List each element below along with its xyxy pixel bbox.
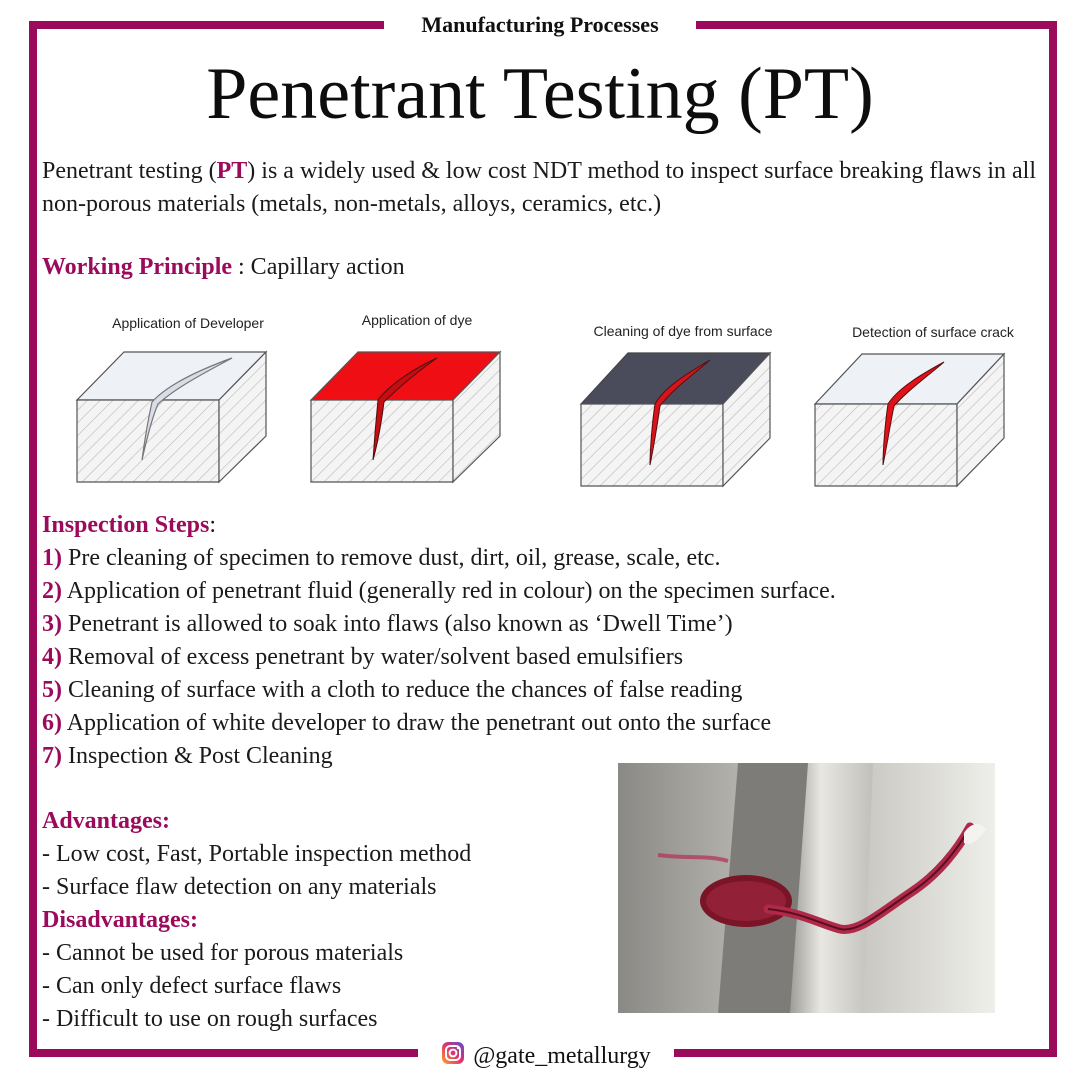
step-number: 6) bbox=[42, 710, 62, 736]
crack-detection bbox=[882, 361, 945, 466]
step-text: Application of white developer to draw t… bbox=[66, 710, 772, 736]
intro-text-end: ) is a widely used & low cost NDT method… bbox=[42, 158, 1037, 217]
step-text: Penetrant is allowed to soak into flaws … bbox=[68, 611, 733, 637]
advantage-item: - Low cost, Fast, Portable inspection me… bbox=[42, 841, 472, 867]
crack-cleaning bbox=[649, 359, 711, 466]
disadvantage-item: - Cannot be used for porous materials bbox=[42, 940, 404, 966]
step-item: 7) Inspection & Post Cleaning bbox=[42, 740, 1052, 773]
step-item: 1) Pre cleaning of specimen to remove du… bbox=[42, 542, 1052, 575]
diagram-caption-cleaning: Cleaning of dye from surface bbox=[594, 323, 773, 339]
disadvantages-heading: Disadvantages: bbox=[42, 907, 199, 933]
intro-paragraph: Penetrant testing (PT) is a widely used … bbox=[42, 155, 1042, 221]
step-item: 5) Cleaning of surface with a cloth to r… bbox=[42, 674, 1052, 707]
crack-photo bbox=[618, 763, 995, 1013]
block-detection bbox=[813, 352, 1006, 488]
inspection-steps: Inspection Steps: 1) Pre cleaning of spe… bbox=[42, 509, 1052, 773]
diagram-caption-dye: Application of dye bbox=[362, 312, 473, 328]
disadvantage-item: - Can only defect surface flaws bbox=[42, 973, 342, 999]
category-label: Manufacturing Processes bbox=[384, 8, 696, 42]
process-diagram: Application of Developer Application of … bbox=[60, 300, 1030, 505]
instagram-icon[interactable] bbox=[441, 1041, 465, 1072]
intro-text-start: Penetrant testing ( bbox=[42, 158, 217, 184]
crack-developer bbox=[141, 357, 233, 461]
intro-abbr: PT bbox=[216, 158, 248, 184]
step-text: Pre cleaning of specimen to remove dust,… bbox=[68, 545, 721, 571]
step-item: 2) Application of penetrant fluid (gener… bbox=[42, 575, 1052, 608]
principle-value: : Capillary action bbox=[232, 254, 405, 280]
step-number: 3) bbox=[42, 611, 62, 637]
page-title: Penetrant Testing (PT) bbox=[206, 53, 874, 135]
step-number: 1) bbox=[42, 545, 62, 571]
diagram-caption-developer: Application of Developer bbox=[112, 315, 264, 331]
advantage-item: - Surface flaw detection on any material… bbox=[42, 874, 437, 900]
block-developer bbox=[75, 350, 268, 484]
steps-heading-colon: : bbox=[209, 512, 217, 538]
step-item: 6) Application of white developer to dra… bbox=[42, 707, 1052, 740]
step-number: 2) bbox=[42, 578, 62, 604]
instagram-handle[interactable]: @gate_metallurgy bbox=[473, 1042, 651, 1069]
disadvantage-item: - Difficult to use on rough surfaces bbox=[42, 1006, 378, 1032]
principle-label: Working Principle bbox=[42, 254, 233, 280]
steps-heading-label: Inspection Steps bbox=[42, 512, 210, 538]
working-principle: Working Principle : Capillary action bbox=[42, 251, 405, 284]
step-number: 4) bbox=[42, 644, 62, 670]
step-number: 5) bbox=[42, 677, 62, 703]
block-dye bbox=[309, 350, 502, 484]
steps-heading: Inspection Steps: bbox=[42, 509, 1052, 542]
step-item: 4) Removal of excess penetrant by water/… bbox=[42, 641, 1052, 674]
step-text: Removal of excess penetrant by water/sol… bbox=[68, 644, 684, 670]
step-text: Inspection & Post Cleaning bbox=[68, 743, 333, 769]
step-text: Cleaning of surface with a cloth to redu… bbox=[68, 677, 743, 703]
advantages-heading: Advantages: bbox=[42, 808, 171, 834]
step-item: 3) Penetrant is allowed to soak into fla… bbox=[42, 608, 1052, 641]
crack-dye bbox=[372, 357, 438, 461]
step-number: 7) bbox=[42, 743, 62, 769]
footer-badge: @gate_metallurgy bbox=[418, 1038, 674, 1074]
step-text: Application of penetrant fluid (generall… bbox=[66, 578, 836, 604]
pros-cons: Advantages: - Low cost, Fast, Portable i… bbox=[42, 805, 602, 1036]
block-cleaning bbox=[579, 351, 772, 488]
diagram-caption-detection: Detection of surface crack bbox=[852, 324, 1015, 340]
